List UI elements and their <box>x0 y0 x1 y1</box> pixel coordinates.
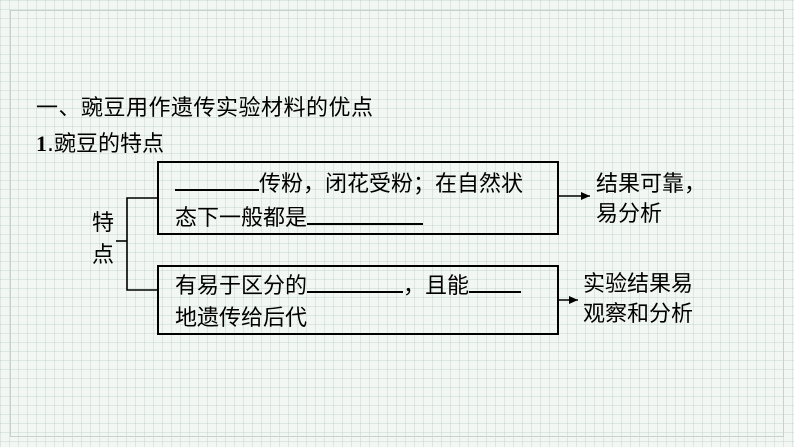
trait-box-pollination-text: 传粉，闭花受粉；在自然状 态下一般都是 <box>175 167 523 235</box>
trait-box-characters-line-2-text: 地遗传给后代 <box>175 306 308 331</box>
result-node-observable: 实验结果易 观察和分析 <box>583 270 693 330</box>
root-label-line-1: 特 <box>91 211 114 236</box>
trait-box-characters-line-2: 地遗传给后代 <box>175 303 521 335</box>
trait-box-pollination: 传粉，闭花受粉；在自然状 态下一般都是 <box>157 161 559 235</box>
bracket-line <box>126 197 157 291</box>
result-node-observable-line-2: 观察和分析 <box>583 302 694 327</box>
trait-box-characters-line-1-text-b: ，且能 <box>403 274 470 299</box>
subsection-number: 1 <box>36 131 47 156</box>
trait-box-characters-line-1: 有易于区分的 ，且能 <box>175 269 522 303</box>
trait-box-characters: 有易于区分的 ，且能 地遗传给后代 <box>157 265 559 335</box>
subsection-title: .豌豆的特点 <box>47 132 164 157</box>
fill-in-blank[interactable] <box>469 269 522 293</box>
trait-box-pollination-line-1-text: 传粉，闭花受粉；在自然状 <box>259 172 524 197</box>
result-node-reliable-line-2: 易分析 <box>596 202 663 227</box>
result-node-observable-line-1: 实验结果易 <box>583 272 694 297</box>
result-node-reliable: 结果可靠， 易分析 <box>596 170 706 230</box>
root-node: 特 点 <box>90 208 116 272</box>
subsection-heading: 1.豌豆的特点 <box>36 126 164 158</box>
fill-in-blank[interactable] <box>175 167 259 191</box>
section-heading: 一、豌豆用作遗传实验材料的优点 <box>36 96 374 121</box>
fill-in-blank[interactable] <box>307 201 424 225</box>
trait-box-characters-text: 有易于区分的 ，且能 地遗传给后代 <box>175 269 522 335</box>
trait-box-pollination-line-2: 态下一般都是 <box>175 201 523 235</box>
fill-in-blank[interactable] <box>307 269 404 293</box>
result-node-reliable-line-1: 结果可靠， <box>596 172 707 197</box>
trait-box-characters-line-1-text-a: 有易于区分的 <box>175 274 308 299</box>
trait-box-pollination-line-1: 传粉，闭花受粉；在自然状 <box>175 167 523 201</box>
root-label-line-2: 点 <box>91 243 114 268</box>
trait-box-pollination-line-2-text: 态下一般都是 <box>175 206 308 231</box>
